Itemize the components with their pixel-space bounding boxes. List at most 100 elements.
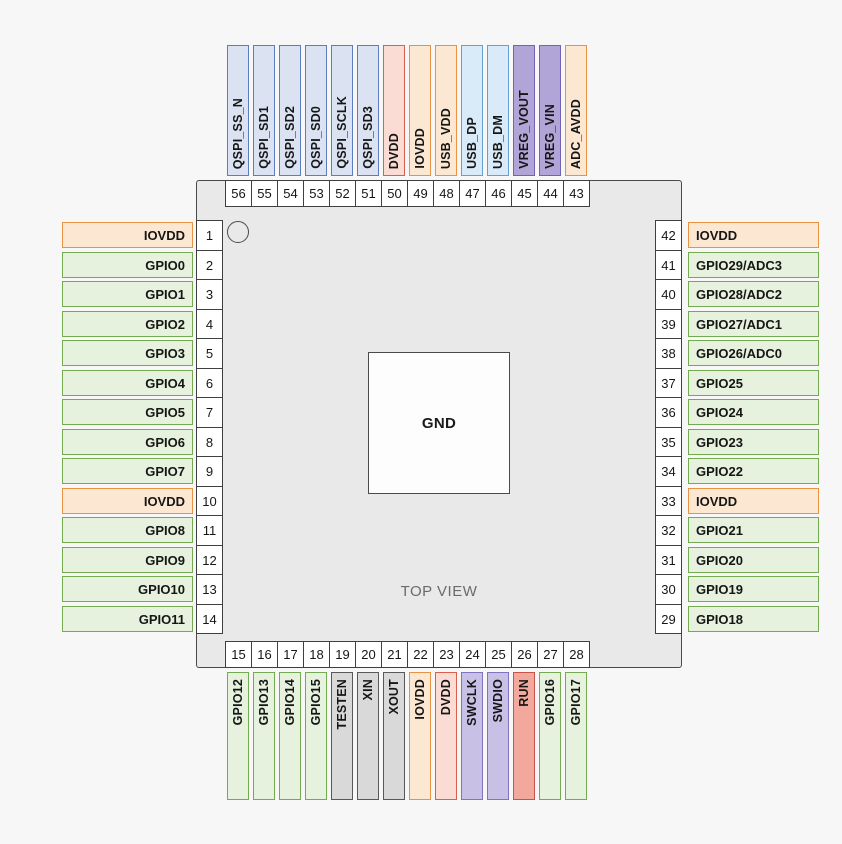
pin-number-38: 38 (655, 338, 682, 369)
pin-number-40: 40 (655, 279, 682, 310)
pin-label-dvdd: DVDD (435, 672, 457, 800)
pin-label-testen: TESTEN (331, 672, 353, 800)
pin-label-iovdd: IOVDD (409, 672, 431, 800)
pin-number-39: 39 (655, 309, 682, 339)
pin-label-gpio0: GPIO0 (62, 252, 193, 278)
pin-number-55: 55 (251, 180, 278, 207)
pin-number-24: 24 (459, 641, 486, 668)
pin-label-text: RUN (517, 679, 531, 707)
pin-label-text: XOUT (387, 679, 401, 715)
pin-number-33: 33 (655, 486, 682, 516)
pin-label-text: GPIO17 (569, 679, 583, 726)
pin-label-text: SWCLK (465, 679, 479, 726)
pin-label-gpio7: GPIO7 (62, 458, 193, 484)
pin-number-37: 37 (655, 368, 682, 398)
pin-label-vreg_vin: VREG_VIN (539, 45, 561, 176)
pin-number-43: 43 (563, 180, 590, 207)
pin-label-gpio5: GPIO5 (62, 399, 193, 425)
pin-label-text: USB_VDD (439, 107, 453, 169)
pin-label-text: USB_DM (491, 115, 505, 169)
pin-number-31: 31 (655, 545, 682, 575)
pin-label-gpio28/adc2: GPIO28/ADC2 (688, 281, 819, 307)
pin-number-23: 23 (433, 641, 460, 668)
pin-number-18: 18 (303, 641, 330, 668)
pin-label-gpio15: GPIO15 (305, 672, 327, 800)
pin-number-11: 11 (196, 515, 223, 546)
pin-number-10: 10 (196, 486, 223, 516)
pin-number-19: 19 (329, 641, 356, 668)
pin-label-gpio29/adc3: GPIO29/ADC3 (688, 252, 819, 278)
pin-number-53: 53 (303, 180, 330, 207)
pin-number-13: 13 (196, 574, 223, 605)
pin-number-48: 48 (433, 180, 460, 207)
pin-label-vreg_vout: VREG_VOUT (513, 45, 535, 176)
pin-label-usb_dm: USB_DM (487, 45, 509, 176)
pin-label-text: DVDD (387, 132, 401, 169)
pin-label-usb_dp: USB_DP (461, 45, 483, 176)
pin-number-29: 29 (655, 604, 682, 634)
pin-label-gpio20: GPIO20 (688, 547, 819, 573)
pin-number-14: 14 (196, 604, 223, 634)
pin-number-46: 46 (485, 180, 512, 207)
pin-label-swclk: SWCLK (461, 672, 483, 800)
pin-label-gpio17: GPIO17 (565, 672, 587, 800)
pin-number-7: 7 (196, 397, 223, 428)
pin-label-swdio: SWDIO (487, 672, 509, 800)
pin-label-text: QSPI_SCLK (335, 96, 349, 169)
pin-number-15: 15 (225, 641, 252, 668)
pin-number-45: 45 (511, 180, 538, 207)
pin-label-iovdd: IOVDD (62, 222, 193, 248)
pin-label-gpio24: GPIO24 (688, 399, 819, 425)
pin-label-gpio2: GPIO2 (62, 311, 193, 337)
pin-label-text: QSPI_SS_N (231, 97, 245, 169)
pin-number-21: 21 (381, 641, 408, 668)
pin-label-qspi_sd0: QSPI_SD0 (305, 45, 327, 176)
pin-number-51: 51 (355, 180, 382, 207)
pin-label-gpio23: GPIO23 (688, 429, 819, 455)
pin-label-xout: XOUT (383, 672, 405, 800)
pin-label-iovdd: IOVDD (409, 45, 431, 176)
pin-number-47: 47 (459, 180, 486, 207)
pin-label-text: XIN (361, 679, 375, 701)
pin-number-27: 27 (537, 641, 564, 668)
pin-label-text: QSPI_SD0 (309, 106, 323, 169)
pin-number-5: 5 (196, 338, 223, 369)
pin-number-52: 52 (329, 180, 356, 207)
pin-label-text: TESTEN (335, 679, 349, 730)
pin-label-text: VREG_VOUT (517, 90, 531, 169)
pin-label-gpio9: GPIO9 (62, 547, 193, 573)
pin-number-56: 56 (225, 180, 252, 207)
pin-label-dvdd: DVDD (383, 45, 405, 176)
pin-label-run: RUN (513, 672, 535, 800)
pin-label-text: GPIO13 (257, 679, 271, 726)
pin-number-8: 8 (196, 427, 223, 457)
pin-label-text: IOVDD (413, 128, 427, 169)
pin-number-30: 30 (655, 574, 682, 605)
pin-number-54: 54 (277, 180, 304, 207)
pin-label-gpio13: GPIO13 (253, 672, 275, 800)
pin-label-gpio6: GPIO6 (62, 429, 193, 455)
pin-label-gpio16: GPIO16 (539, 672, 561, 800)
pin-label-gpio14: GPIO14 (279, 672, 301, 800)
pin-label-text: GPIO16 (543, 679, 557, 726)
pin-label-text: QSPI_SD1 (257, 106, 271, 169)
pin-label-text: DVDD (439, 679, 453, 716)
pin-label-gpio10: GPIO10 (62, 576, 193, 602)
top-view-label: TOP VIEW (400, 583, 478, 600)
pin-number-26: 26 (511, 641, 538, 668)
pin-label-iovdd: IOVDD (688, 222, 819, 248)
pin-label-qspi_sclk: QSPI_SCLK (331, 45, 353, 176)
pin-number-6: 6 (196, 368, 223, 398)
pin-label-gpio12: GPIO12 (227, 672, 249, 800)
pin-number-42: 42 (655, 220, 682, 251)
pin-label-gpio3: GPIO3 (62, 340, 193, 366)
pin-label-adc_avdd: ADC_AVDD (565, 45, 587, 176)
pin-label-qspi_sd2: QSPI_SD2 (279, 45, 301, 176)
pin-label-iovdd: IOVDD (688, 488, 819, 514)
pin-label-text: QSPI_SD3 (361, 106, 375, 169)
pin-label-text: USB_DP (465, 117, 479, 169)
pin-label-gpio19: GPIO19 (688, 576, 819, 602)
pin-number-1: 1 (196, 220, 223, 251)
pin-number-22: 22 (407, 641, 434, 668)
